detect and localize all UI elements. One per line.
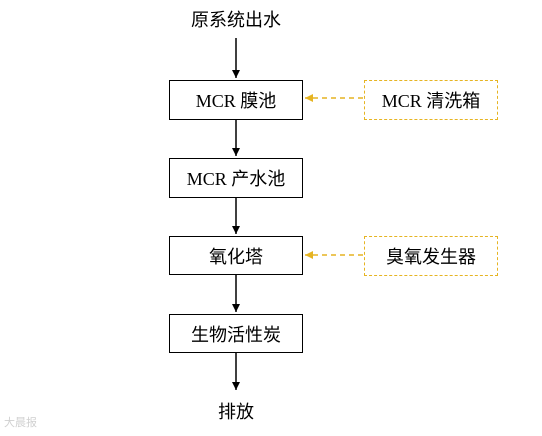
biological-activated-carbon-label: 生物活性炭: [191, 324, 281, 345]
oxidation-tower-label: 氧化塔: [209, 246, 263, 267]
watermark: 大晨报: [4, 416, 37, 429]
mcr-membrane-tank-label: MCR 膜池: [195, 91, 277, 111]
mcr-product-water-tank-label: MCR 产水池: [186, 169, 286, 189]
mcr-product-water-tank-box: MCR 产水池: [169, 158, 303, 198]
mcr-membrane-tank-box: MCR 膜池: [169, 80, 303, 120]
biological-activated-carbon-box: 生物活性炭: [169, 314, 303, 353]
ozone-generator-label: 臭氧发生器: [386, 247, 476, 267]
discharge-label: 排放: [218, 402, 254, 422]
source-water-label: 原系统出水: [191, 10, 281, 30]
oxidation-tower-box: 氧化塔: [169, 236, 303, 275]
mcr-cleaning-tank-label: MCR 清洗箱: [381, 91, 481, 111]
ozone-generator-box: 臭氧发生器: [364, 236, 498, 276]
mcr-cleaning-tank-box: MCR 清洗箱: [364, 80, 498, 120]
